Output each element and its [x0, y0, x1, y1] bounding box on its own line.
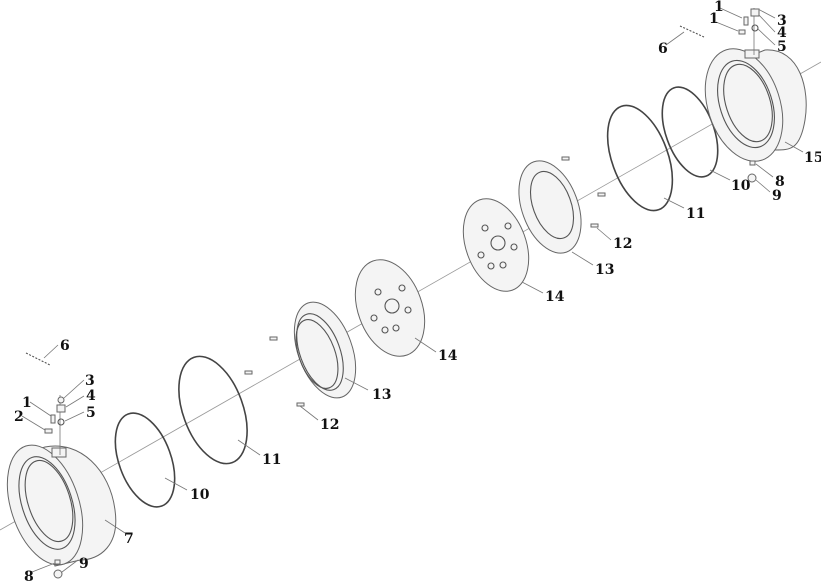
- label-7: 7: [124, 531, 134, 547]
- label-9: 9: [772, 188, 782, 204]
- friction-disc-14-top: [462, 198, 530, 292]
- label-14: 14: [545, 289, 565, 305]
- washer-5: [751, 24, 759, 32]
- label-12: 12: [613, 236, 632, 252]
- label-4: 4: [777, 25, 787, 41]
- label-3: 3: [85, 373, 95, 389]
- plug-1: [50, 414, 56, 424]
- spring-6: [679, 25, 705, 38]
- housing-15: [704, 48, 807, 162]
- spring-6: [25, 352, 51, 366]
- fitting-3: [57, 396, 65, 404]
- label-9: 9: [79, 556, 89, 572]
- label-8: 8: [775, 174, 785, 190]
- label-14: 14: [438, 348, 458, 364]
- piston-13: [293, 301, 357, 399]
- label-6: 6: [658, 41, 668, 57]
- port-boss: [51, 447, 67, 458]
- label-10: 10: [731, 178, 751, 194]
- label-3: 3: [777, 13, 787, 29]
- seal-8: [749, 160, 756, 166]
- plug-9: [53, 569, 63, 579]
- label-2: 2: [14, 409, 24, 425]
- label-6: 6: [60, 338, 70, 354]
- fitting-3: [750, 8, 760, 17]
- label-1: 1: [714, 0, 724, 15]
- plug-9: [747, 173, 757, 183]
- pin-12: [597, 192, 606, 197]
- friction-disc-14: [354, 259, 426, 357]
- label-5: 5: [86, 405, 96, 421]
- leader-lines: [21, 7, 804, 573]
- label-1: 1: [22, 395, 32, 411]
- label-13: 13: [595, 262, 614, 278]
- plug-1: [743, 16, 749, 26]
- label-11: 11: [686, 206, 705, 222]
- o-ring-11-top: [606, 104, 674, 212]
- label-5: 5: [777, 39, 787, 55]
- pin-12: [590, 223, 599, 228]
- fitting-4: [56, 404, 66, 413]
- label-15: 15: [804, 150, 821, 166]
- housing-7: [6, 444, 117, 567]
- label-8: 8: [24, 569, 34, 583]
- screw-2: [44, 428, 53, 434]
- washer-5: [57, 418, 65, 426]
- label-12: 12: [320, 417, 339, 433]
- label-11: 11: [262, 452, 281, 468]
- pin-12: [244, 370, 253, 375]
- piston-13-top: [518, 160, 582, 254]
- label-10: 10: [190, 487, 210, 503]
- label-1: 1: [709, 11, 719, 27]
- pin-12: [296, 402, 305, 407]
- label-13: 13: [372, 387, 391, 403]
- plug-1: [738, 29, 746, 35]
- o-ring-11: [178, 355, 248, 465]
- pin-12: [269, 336, 278, 341]
- label-4: 4: [86, 388, 96, 404]
- pin-12: [561, 156, 570, 161]
- seal-8: [54, 559, 61, 565]
- o-ring-10: [114, 412, 176, 508]
